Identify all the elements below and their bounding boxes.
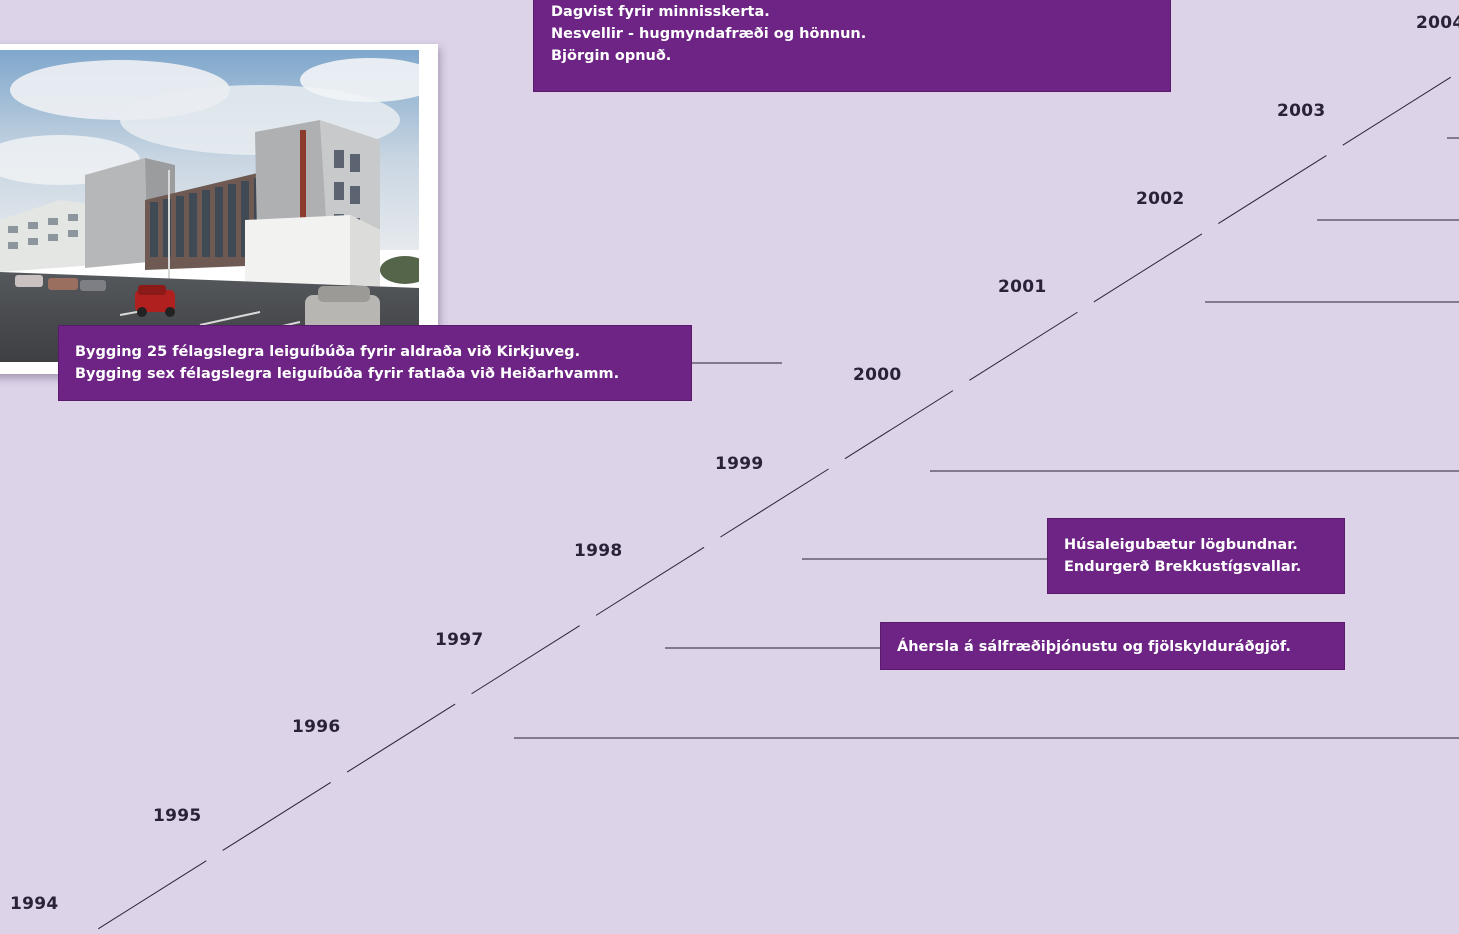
timeline-axis-segment <box>1342 76 1452 146</box>
year-label-1994: 1994 <box>10 894 59 914</box>
timeline-axis-segment <box>346 703 456 773</box>
event-text-line: Bygging 25 félagslegra leiguíbúða fyrir … <box>75 344 581 360</box>
year-label-1996: 1996 <box>292 717 341 737</box>
timeline-axis-segment <box>969 311 1078 381</box>
year-label-2000: 2000 <box>853 365 902 385</box>
event-text-line: Björgin opnuð. <box>551 48 672 64</box>
apartment-building-photo <box>0 50 419 362</box>
year-label-1997: 1997 <box>435 630 484 650</box>
timeline-axis <box>97 76 1452 930</box>
event-box-1997: Áhersla á sálfræðiþjónustu og fjölskyldu… <box>880 622 1345 670</box>
event-box-2000: Bygging 25 félagslegra leiguíbúða fyrir … <box>58 325 692 401</box>
event-text-line: Endurgerð Brekkustígsvallar. <box>1064 559 1302 575</box>
connector-lines <box>514 137 1459 739</box>
timeline-axis-segment <box>1218 155 1327 224</box>
year-label-1998: 1998 <box>574 541 623 561</box>
timeline-axis-segment <box>720 468 829 538</box>
event-box-top: Dagvist fyrir minnisskerta. Nesvellir - … <box>533 0 1171 92</box>
year-label-2001: 2001 <box>998 277 1047 297</box>
event-text-line: Bygging sex félagslegra leiguíbúða fyrir… <box>75 366 620 382</box>
event-text-line: Dagvist fyrir minnisskerta. <box>551 4 770 20</box>
year-label-1999: 1999 <box>715 454 764 474</box>
year-label-2002: 2002 <box>1136 189 1185 209</box>
timeline-axis-segment <box>844 390 954 460</box>
timeline-axis-segment <box>222 782 331 851</box>
event-text-line: Húsaleigubætur lögbundnar. <box>1064 537 1298 553</box>
timeline-axis-segment <box>471 625 580 695</box>
year-label-2003: 2003 <box>1277 101 1326 121</box>
year-label-2004: 2004 <box>1416 13 1459 33</box>
year-label-1995: 1995 <box>153 806 202 826</box>
event-text-line: Áhersla á sálfræðiþjónustu og fjölskyldu… <box>897 639 1291 655</box>
event-text-line: Nesvellir - hugmyndafræði og hönnun. <box>551 26 867 42</box>
timeline-axis-segment <box>595 546 705 616</box>
timeline-axis-segment <box>1093 233 1203 303</box>
event-box-1998: Húsaleigubætur lögbundnar. Endurgerð Bre… <box>1047 518 1345 594</box>
timeline-axis-segment <box>97 860 207 930</box>
